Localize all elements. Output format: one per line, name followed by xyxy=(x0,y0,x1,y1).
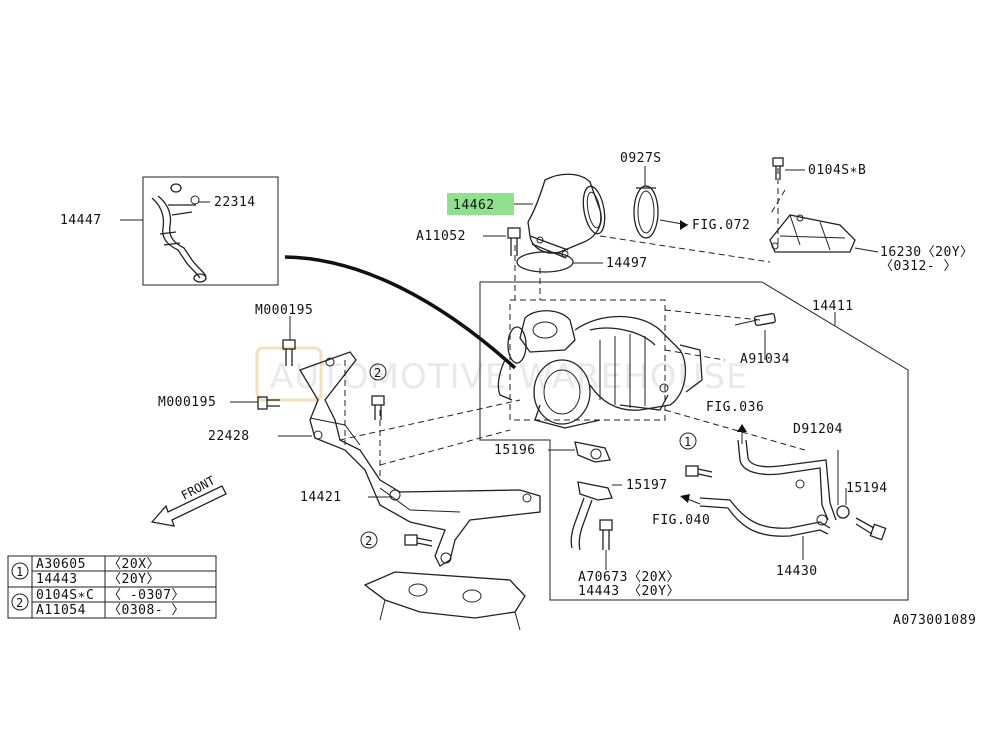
label-22314: 22314 xyxy=(214,195,256,210)
label-16230-range: 〈0312- 〉 xyxy=(880,259,957,274)
dash-lines-b xyxy=(514,235,771,300)
label-14497: 14497 xyxy=(606,256,648,271)
inset-box-14447 xyxy=(142,176,279,286)
leader-lines xyxy=(120,166,879,570)
bolt-M000195-side xyxy=(257,396,280,410)
svg-text:1: 1 xyxy=(684,435,691,449)
bolt-0104SB xyxy=(772,157,784,180)
gasket-14497 xyxy=(516,251,574,273)
callout-marker-2-bottom: 2 xyxy=(360,531,433,549)
dash-0104S xyxy=(769,168,786,245)
exhaust-flange xyxy=(363,571,526,631)
label-14411: 14411 xyxy=(812,299,854,314)
legend-note: 〈 -0307〉 xyxy=(108,588,185,603)
bolt-15194 xyxy=(855,517,887,541)
legend-note: 〈0308- 〉 xyxy=(108,603,185,618)
label-22428: 22428 xyxy=(208,429,250,444)
dash-lines-a xyxy=(664,309,806,451)
label-0104SB: 0104S∗B xyxy=(808,163,866,178)
callout-marker-1: 1 xyxy=(679,432,713,478)
inset-pointer-arrow xyxy=(284,255,517,370)
elbow-pipe-14462 xyxy=(527,173,606,259)
front-label: FRONT xyxy=(179,473,217,502)
bolt-A11052 xyxy=(507,227,521,256)
legend-note: 〈20X〉 xyxy=(108,557,160,572)
stud-A91034 xyxy=(734,313,776,327)
legend-marker-2: 2 xyxy=(16,596,23,610)
label-14447: 14447 xyxy=(60,213,102,228)
label-D91204: D91204 xyxy=(793,422,843,437)
diagram-id: A073001089 xyxy=(893,613,976,628)
legend-part: 0104S∗C xyxy=(36,588,94,603)
bracket-16230 xyxy=(769,214,856,253)
label-14421: 14421 xyxy=(300,490,342,505)
legend-part: 14443 xyxy=(36,572,78,587)
label-fig072: FIG.072 xyxy=(692,218,750,233)
label-fig036: FIG.036 xyxy=(706,400,764,415)
svg-text:2: 2 xyxy=(365,534,372,548)
turbocharger-body xyxy=(497,310,703,429)
label-15197: 15197 xyxy=(626,478,668,493)
assembly-outline-14411 xyxy=(479,281,909,601)
legend-note: 〈20Y〉 xyxy=(108,572,160,587)
label-16230: 16230〈20Y〉 xyxy=(880,245,974,260)
legend-table: 1 2 A30605 〈20X〉 14443 〈20Y〉 0104S∗C 〈 -… xyxy=(7,555,217,619)
clamp-0927S xyxy=(633,185,659,239)
water-pipe-14430 xyxy=(699,439,837,537)
dash-lines-c xyxy=(339,360,521,480)
label-M000195-side: M000195 xyxy=(158,395,216,410)
bolt-D91204 xyxy=(836,450,850,519)
label-fig040: FIG.040 xyxy=(652,513,710,528)
label-14462: 14462 xyxy=(453,198,495,213)
label-M000195-top: M000195 xyxy=(255,303,313,318)
callout-marker-2-top: 2 xyxy=(369,363,387,420)
legend-marker-1: 1 xyxy=(16,565,23,579)
label-15196: 15196 xyxy=(494,443,536,458)
label-15194: 15194 xyxy=(846,481,888,496)
bolt-M000195-top xyxy=(282,339,296,366)
legend-part: A11054 xyxy=(36,603,86,618)
turbo-dash-box xyxy=(509,299,666,421)
label-14443: 14443 〈20Y〉 xyxy=(578,584,680,599)
label-A91034: A91034 xyxy=(740,352,790,367)
legend-part: A30605 xyxy=(36,557,86,572)
svg-text:2: 2 xyxy=(374,366,381,380)
label-14430: 14430 xyxy=(776,564,818,579)
label-A70673: A70673〈20X〉 xyxy=(578,570,680,585)
gasket-15196 xyxy=(574,441,611,463)
label-0927S: 0927S xyxy=(620,151,662,166)
highlight-14462 xyxy=(447,193,514,215)
oil-pipe-15197 xyxy=(570,481,613,551)
label-A11052: A11052 xyxy=(416,229,466,244)
front-arrow: FRONT xyxy=(150,473,227,527)
bolt-A70673 xyxy=(599,519,613,550)
